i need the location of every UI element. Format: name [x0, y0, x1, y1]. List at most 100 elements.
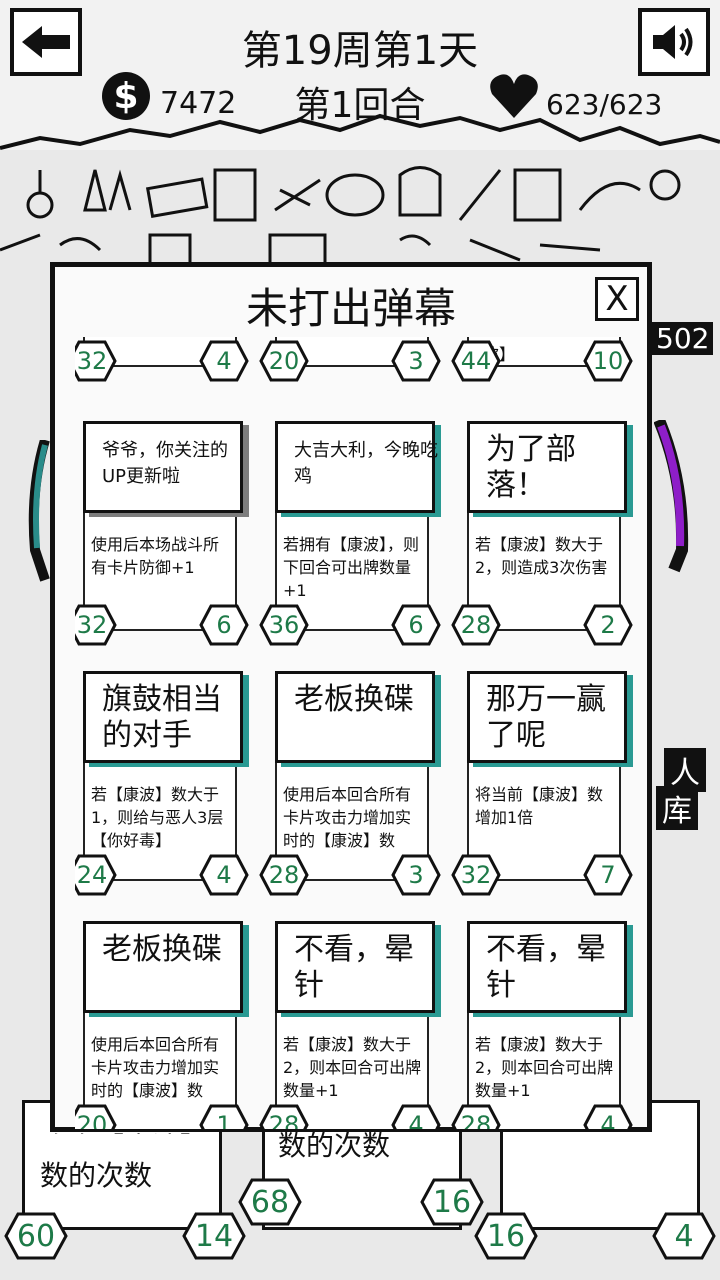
card-title: 旗鼓相当的对手	[102, 682, 222, 753]
attack-badge: 32	[75, 603, 117, 647]
attack-badge: 28	[259, 1103, 309, 1129]
defense-value: 7	[600, 861, 616, 889]
attack-badge: 32	[75, 339, 117, 383]
hand-card-left-text: 数的次数	[40, 1159, 153, 1192]
back-arrow-icon	[22, 26, 70, 58]
round-label: 第1回合	[294, 85, 426, 126]
card-title: 那万一赢了呢	[486, 682, 606, 753]
card-partial[interactable]: 20 3	[259, 337, 441, 382]
speaker-icon	[653, 25, 693, 59]
card-description: 若拥有【康波】，则下回合可出牌数量+1	[283, 535, 420, 600]
money-amount: 7472	[160, 86, 237, 121]
defense-badge: 1	[199, 1103, 249, 1129]
card-title: 爷爷，你关注的UP更新啦	[102, 440, 228, 487]
card-description: 若【康波】数大于2，则造成3次伤害	[475, 535, 608, 577]
card-title: 老板换碟	[294, 682, 414, 717]
hand-card-middle-text: 数的次数	[278, 1129, 391, 1162]
attack-value: 28	[460, 1111, 492, 1129]
defense-value: 3	[408, 861, 424, 889]
side-panel-label-2: 库	[656, 786, 698, 830]
hand-card-right-defense-gem: 4	[652, 1210, 716, 1262]
side-panel-label-1: 人	[664, 748, 706, 792]
card-title: 老板换碟	[102, 932, 222, 967]
card-title-box: 大吉大利，今晚吃鸡	[275, 421, 438, 513]
card-title-box: 旗鼓相当的对手	[83, 671, 243, 763]
card-title-box: 为了部落！	[467, 421, 627, 513]
hp-counter: 623/623	[546, 88, 663, 121]
modal-title: 未打出弹幕	[245, 284, 456, 333]
defense-value: 16	[432, 1184, 472, 1220]
card-title-box: 爷爷，你关注的UP更新啦	[83, 421, 243, 513]
close-button[interactable]: X	[595, 277, 639, 321]
side-counter: 502	[652, 322, 714, 355]
card-title: 为了部落！	[486, 432, 576, 503]
card-title-box: 不看，晕针	[467, 921, 627, 1013]
attack-badge: 32	[451, 853, 501, 897]
defense-value: 6	[216, 611, 232, 639]
danmaku-card[interactable]: 爷爷，你关注的UP更新啦使用后本场战斗所有卡片防御+1 32 6	[75, 421, 249, 646]
danmaku-card[interactable]: 大吉大利，今晚吃鸡若拥有【康波】，则下回合可出牌数量+1 36 6	[259, 421, 441, 646]
defense-badge: 3	[391, 339, 441, 383]
card-description: 使用后本场战斗所有卡片防御+1	[91, 535, 220, 577]
card-description: 若【康波】数大于2，则本回合可出牌数量+1	[283, 1035, 422, 1100]
defense-badge: 4	[199, 853, 249, 897]
sound-button[interactable]	[638, 8, 710, 76]
danmaku-card[interactable]: 不看，晕针若【康波】数大于2，则本回合可出牌数量+1 28 4	[259, 921, 441, 1129]
defense-badge: 6	[199, 603, 249, 647]
attack-badge: 28	[451, 1103, 501, 1129]
defense-value: 4	[600, 1111, 616, 1129]
defense-badge: 10	[583, 339, 633, 383]
card-title-box: 那万一赢了呢	[467, 671, 627, 763]
attack-value: 20	[268, 347, 300, 375]
hand-card-middle-defense-gem: 16	[420, 1176, 484, 1228]
defense-value: 4	[216, 861, 232, 889]
defense-value: 14	[194, 1218, 234, 1254]
attack-value: 20	[76, 1111, 108, 1129]
attack-value: 32	[460, 861, 492, 889]
close-icon: X	[605, 279, 629, 319]
heart-icon	[490, 74, 538, 118]
back-button[interactable]	[10, 8, 82, 76]
attack-value: 28	[268, 861, 300, 889]
defense-value: 4	[408, 1111, 424, 1129]
defense-value: 6	[408, 611, 424, 639]
defense-badge: 4	[583, 1103, 633, 1129]
hand-card-right-attack-gem: 16	[474, 1210, 538, 1262]
danmaku-card[interactable]: 那万一赢了呢将当前【康波】数增加1倍 32 7	[451, 671, 633, 896]
creature-right	[654, 420, 689, 573]
danmaku-card[interactable]: 不看，晕针若【康波】数大于2，则本回合可出牌数量+1 28 4	[451, 921, 633, 1129]
hand-card-left-attack-gem: 60	[4, 1210, 68, 1262]
danmaku-card[interactable]: 为了部落！ 若【康波】数大于2，则造成3次伤害 28 2	[451, 421, 633, 646]
defense-value: 4	[674, 1218, 694, 1254]
card-partial[interactable]: 32 4	[75, 337, 249, 382]
attack-value: 36	[268, 611, 300, 639]
card-title: 大吉大利，今晚吃鸡	[294, 440, 438, 487]
dollar-coin-icon: $	[102, 72, 150, 120]
top-hud: 第19周第1天 第1回合 $ 7472 623/623	[0, 0, 720, 150]
defense-value: 10	[592, 347, 624, 375]
creature-left	[28, 440, 50, 582]
card-description: 将当前【康波】数增加1倍	[475, 785, 604, 827]
card-title-box: 不看，晕针	[275, 921, 435, 1013]
hand-card-middle-attack-gem: 68	[238, 1176, 302, 1228]
attack-value: 28	[268, 1111, 300, 1129]
attack-value: 60	[16, 1218, 56, 1254]
item-doodle-strip	[0, 166, 681, 267]
card-description: 若【康波】数大于2，则本回合可出牌数量+1	[475, 1035, 614, 1100]
card-description: 使用后本回合所有卡片攻击力增加实时的【康波】数	[91, 1035, 220, 1100]
danmaku-card[interactable]: 老板换碟使用后本回合所有卡片攻击力增加实时的【康波】数 20 1	[75, 921, 249, 1129]
attack-value: 44	[460, 347, 492, 375]
attack-badge: 44	[451, 339, 501, 383]
defense-badge: 6	[391, 603, 441, 647]
defense-value: 3	[408, 347, 424, 375]
attack-badge: 28	[451, 603, 501, 647]
defense-value: 4	[216, 347, 232, 375]
attack-value: 68	[250, 1184, 290, 1220]
attack-value: 24	[76, 861, 108, 889]
defense-badge: 2	[583, 603, 633, 647]
